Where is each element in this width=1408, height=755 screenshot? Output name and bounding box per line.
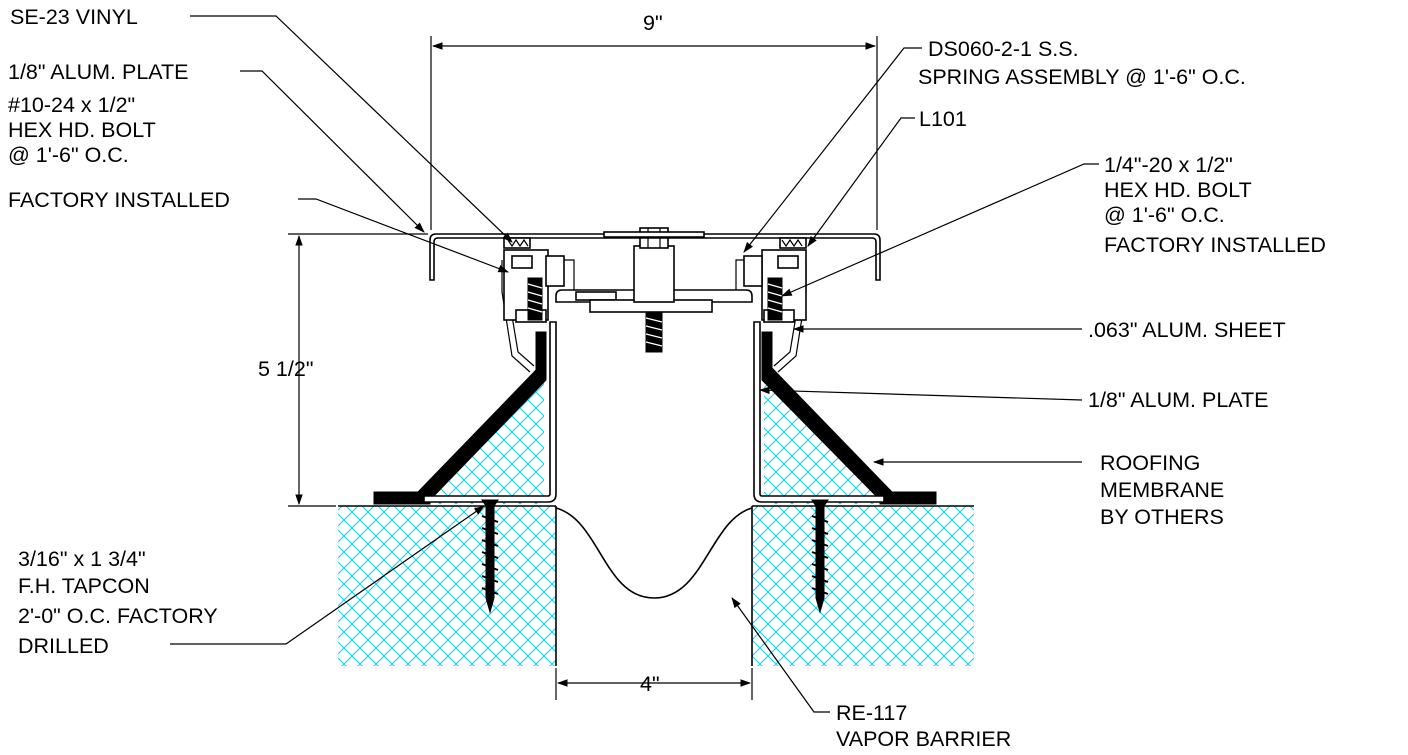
spring-assembly [545, 227, 763, 313]
label-roofing-line1: ROOFING [1100, 451, 1200, 475]
substrate-right [751, 505, 974, 666]
vapor-barrier [555, 507, 753, 599]
label-bolt-left-line4: FACTORY INSTALLED [8, 188, 230, 212]
dim-5-1-2in-label: 5 1/2" [258, 357, 313, 381]
label-vapor-barrier: RE-117 VAPOR BARRIER [836, 701, 1011, 751]
vinyl-seal-right [779, 237, 807, 249]
label-bolt-left: #10-24 x 1/2" HEX HD. BOLT @ 1'-6" O.C. … [8, 93, 230, 212]
dimension-9in [430, 36, 878, 230]
label-spring-assembly: DS060-2-1 S.S. SPRING ASSEMBLY @ 1'-6" O… [918, 37, 1246, 89]
label-bolt-right-line4: FACTORY INSTALLED [1104, 233, 1326, 257]
label-tapcon-line2: F.H. TAPCON [18, 574, 150, 598]
label-spring-line1: DS060-2-1 S.S. [928, 37, 1079, 61]
dimension-5-1-2in [288, 233, 428, 507]
label-roofing-line3: BY OTHERS [1100, 505, 1224, 529]
label-se23-vinyl: SE-23 VINYL [10, 5, 138, 29]
tapcon-right [811, 499, 829, 614]
label-bolt-right-line1: 1/4"-20 x 1/2" [1104, 153, 1233, 177]
substrate-left [338, 505, 557, 666]
leader-lines [170, 15, 1099, 713]
label-roofing-line2: MEMBRANE [1100, 478, 1224, 502]
dimension-4in [555, 668, 753, 700]
alum-plate-right [753, 321, 885, 503]
dim-9in-label: 9" [643, 11, 663, 35]
tapcon-left [481, 499, 499, 614]
label-tapcon-line1: 3/16" x 1 3/4" [18, 547, 146, 571]
cover-plate [429, 231, 881, 281]
center-stud [645, 311, 663, 353]
bolt-left [527, 277, 543, 321]
roofing-membrane-right [761, 331, 937, 505]
label-bolt-right: 1/4"-20 x 1/2" HEX HD. BOLT @ 1'-6" O.C.… [1104, 153, 1326, 257]
bolt-right [767, 277, 783, 321]
vinyl-seal-left [503, 237, 531, 249]
label-alum-sheet: .063" ALUM. SHEET [1088, 318, 1286, 342]
label-bolt-left-line3: @ 1'-6" O.C. [8, 143, 129, 167]
label-vapor-line2: VAPOR BARRIER [836, 727, 1011, 751]
label-tapcon-line3: 2'-0" O.C. FACTORY [18, 604, 218, 628]
label-tapcon: 3/16" x 1 3/4" F.H. TAPCON 2'-0" O.C. FA… [18, 547, 218, 658]
label-bolt-right-line2: HEX HD. BOLT [1104, 178, 1252, 202]
label-l101: L101 [919, 107, 967, 131]
label-bolt-left-line2: HEX HD. BOLT [8, 118, 156, 142]
label-spring-line2: SPRING ASSEMBLY @ 1'-6" O.C. [918, 65, 1246, 89]
label-bolt-right-line3: @ 1'-6" O.C. [1104, 203, 1225, 227]
label-roofing-membrane: ROOFING MEMBRANE BY OTHERS [1100, 451, 1224, 529]
alum-plate-left [423, 321, 557, 503]
label-tapcon-line4: DRILLED [18, 634, 109, 658]
dim-4in-label: 4" [640, 672, 660, 696]
roofing-membrane-left [373, 331, 547, 505]
label-alum-plate-top: 1/8" ALUM. PLATE [8, 60, 189, 84]
label-alum-plate-side: 1/8" ALUM. PLATE [1088, 388, 1269, 412]
label-vapor-line1: RE-117 [836, 701, 907, 725]
label-bolt-left-line1: #10-24 x 1/2" [8, 93, 135, 117]
